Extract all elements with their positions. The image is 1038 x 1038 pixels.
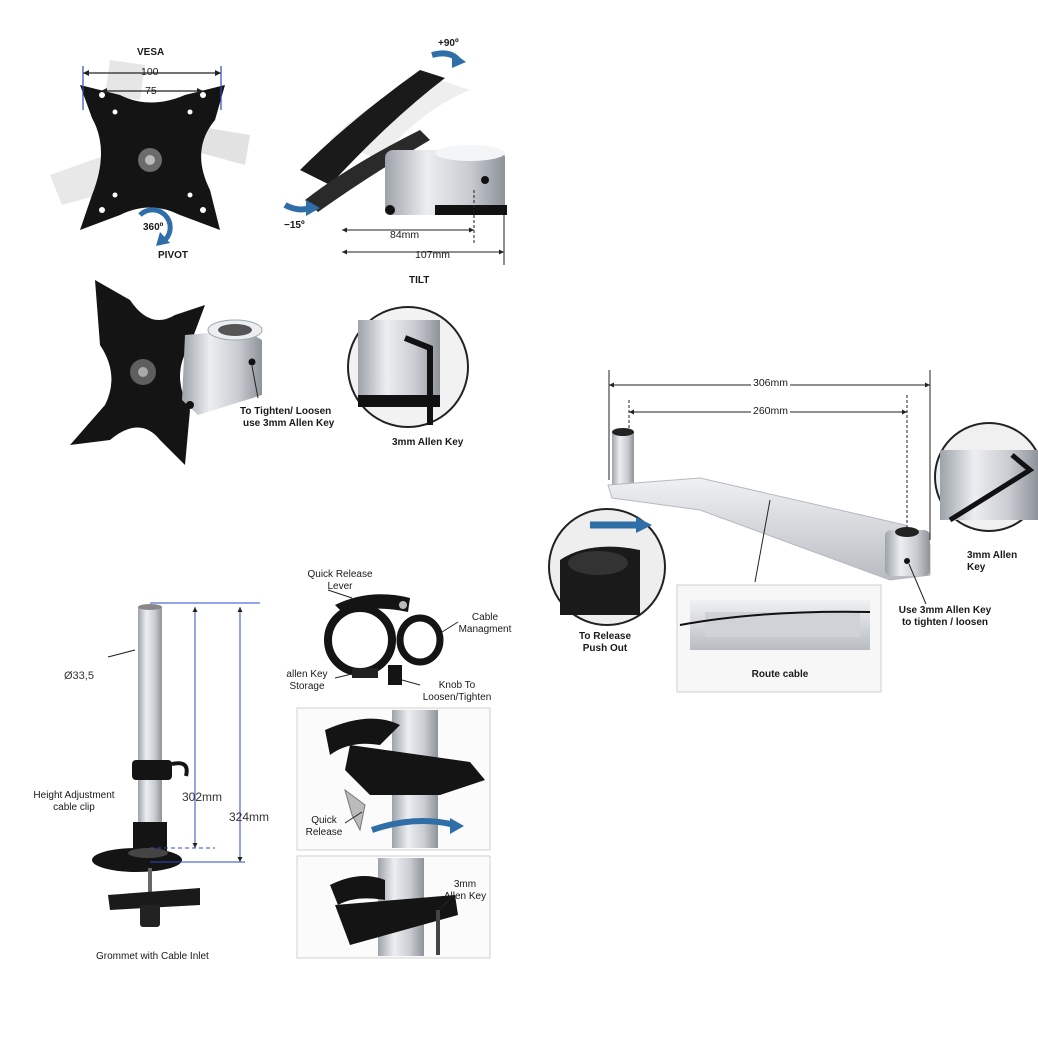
lever-label-line1: Quick Release	[307, 569, 373, 580]
quick-release-label-line1: Quick	[311, 815, 337, 826]
tilt-down-angle: −15º	[284, 220, 305, 231]
vesa-dimension-lines	[82, 66, 222, 110]
tilt-dimension-84: 84mm	[390, 229, 420, 241]
mounted-plate-illustration	[70, 280, 263, 465]
release-label-line1: To Release	[578, 631, 632, 642]
vesa-plate-illustration	[50, 60, 250, 246]
vesa-dimension-100: 100	[141, 66, 159, 78]
key-storage-label-line1: allen Key	[286, 669, 328, 680]
clamp-key-label-line2: Allen Key	[443, 891, 487, 902]
clamp-allen-key-detail	[296, 855, 491, 959]
use-key-label-line1: Use 3mm Allen Key	[898, 605, 992, 616]
cable-management-label-line2: Managment	[458, 624, 512, 635]
quick-release-detail	[296, 707, 491, 851]
lever-label-line2: Lever	[327, 581, 353, 592]
clamp-key-label-line1: 3mm	[453, 879, 477, 890]
quick-release-label-line2: Release	[305, 827, 343, 838]
vesa-title: VESA	[137, 47, 165, 58]
cable-management-label-line1: Cable	[471, 612, 499, 623]
knob-label-line1: Knob To	[438, 680, 476, 691]
rotation-label: 360º	[143, 222, 164, 233]
pole-illustration	[92, 604, 200, 927]
allen-key-label: 3mm Allen Key	[392, 437, 464, 448]
tilt-up-angle: +90º	[438, 38, 459, 49]
release-detail-circle	[548, 508, 666, 626]
tighten-label-line1: To Tighten/ Loosen	[240, 406, 332, 417]
height-clip-label-line2: cable clip	[53, 802, 95, 813]
knob-label-line2: Loosen/Tighten	[422, 692, 492, 703]
arm-dimension-260: 260mm	[751, 405, 791, 418]
use-key-label-line2: to tighten / loosen	[901, 617, 989, 628]
vesa-dimension-75: 75	[145, 85, 157, 97]
pole-dimension-324: 324mm	[229, 810, 270, 824]
pole-diameter-label: Ø33,5	[64, 670, 94, 682]
grommet-label: Grommet with Cable Inlet	[96, 951, 209, 962]
height-clip-label-line1: Height Adjustment	[33, 790, 115, 801]
arm-illustration	[607, 428, 931, 605]
tilt-head-illustration	[283, 50, 507, 216]
arm-dimension-306: 306mm	[751, 377, 791, 390]
key-storage-label-line2: Storage	[289, 681, 325, 692]
route-cable-label: Route cable	[751, 669, 809, 680]
release-label-line2: Push Out	[582, 643, 628, 654]
pole-dimension-302: 302mm	[182, 790, 223, 804]
arm-allen-key-label: 3mm Allen Key	[967, 550, 1018, 573]
tilt-dimension-lines	[342, 190, 505, 265]
tilt-dimension-107: 107mm	[415, 249, 451, 261]
route-cable-detail	[676, 584, 882, 693]
tilt-title: TILT	[409, 275, 430, 286]
allen-key-detail-circle	[347, 306, 469, 428]
pivot-label: PIVOT	[158, 250, 189, 261]
arm-allen-key-detail-circle	[934, 422, 1038, 532]
pole-dimension-lines	[150, 602, 260, 863]
clamp-parts-illustration	[324, 589, 459, 686]
tighten-label-line2: use 3mm Allen Key	[243, 418, 335, 429]
